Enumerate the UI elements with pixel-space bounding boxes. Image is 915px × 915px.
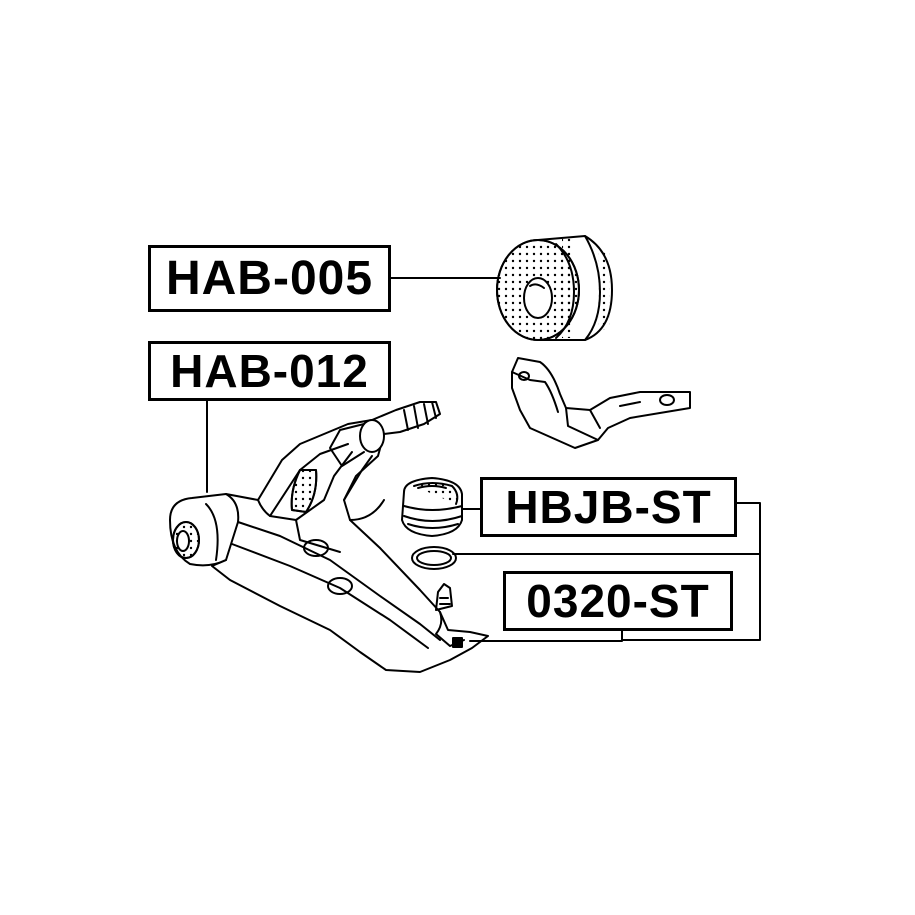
leader-lines [206, 277, 761, 642]
leader-bracket [621, 502, 761, 641]
control-arm-drawing [169, 401, 489, 673]
part-label-hab012: HAB-012 [148, 341, 391, 401]
part-label-0320-st: 0320-ST [503, 571, 733, 631]
bracket-drawing [511, 357, 691, 449]
snap-ring-drawing [411, 546, 457, 570]
bushing-hab005-drawing [496, 235, 613, 341]
part-label-hab005: HAB-005 [148, 245, 391, 312]
part-label-hbjb-st: HBJB-ST [480, 477, 737, 537]
boot-hbjb-drawing [401, 477, 463, 537]
